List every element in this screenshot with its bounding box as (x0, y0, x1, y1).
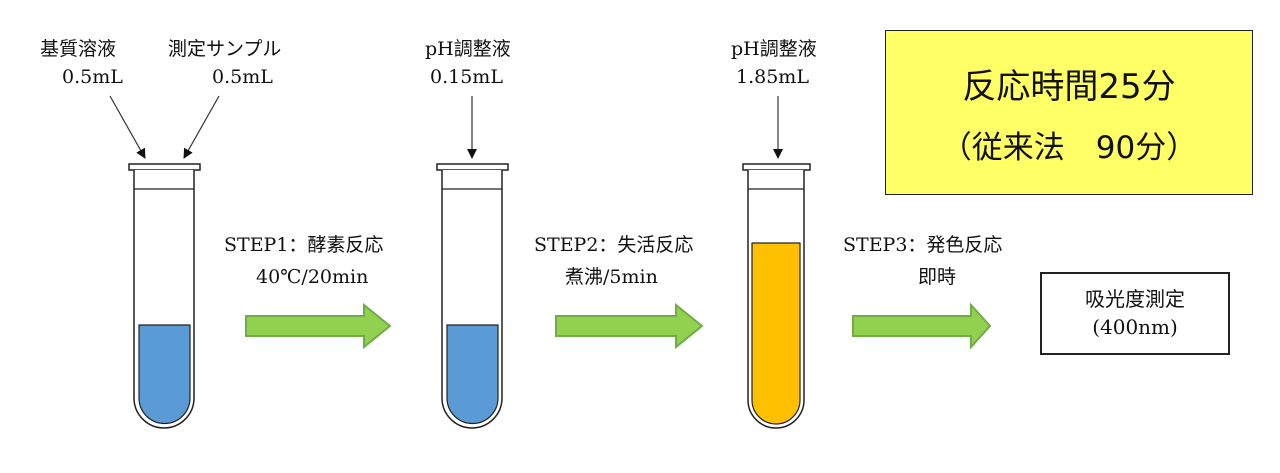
ph-adjust-label-2: pH調整液 (731, 38, 817, 60)
pointer-arrow-substrate (109, 95, 146, 159)
substrate-label: 基質溶液 (40, 38, 117, 60)
reaction-time: 反応時間25分 (962, 67, 1176, 107)
sample-label: 測定サンプル (168, 38, 282, 60)
conventional-time: （従来法 90分） (940, 130, 1198, 166)
pointer-arrow-sample (183, 95, 220, 159)
step2-arrow (555, 302, 704, 350)
step1-arrow (245, 302, 392, 350)
absorbance-label: 吸光度測定 (1085, 287, 1185, 311)
step2-condition: 煮沸/5min (565, 266, 658, 288)
test-tube-3 (742, 163, 811, 429)
step3-condition: 即時 (918, 266, 957, 288)
reaction-time-callout: 反応時間25分 （従来法 90分） (885, 30, 1253, 195)
step3-title: STEP3：発色反応 (843, 234, 1003, 256)
ph-adjust-label-1: pH調整液 (425, 38, 511, 60)
step3-arrow (852, 302, 992, 350)
sample-volume: 0.5mL (212, 66, 273, 88)
step1-condition: 40℃/20min (256, 266, 369, 288)
wavelength-label: (400nm) (1092, 315, 1178, 339)
step1-title: STEP1：酵素反応 (224, 234, 384, 256)
ph-adjust-volume-2: 1.85mL (736, 66, 809, 88)
test-tube-1 (128, 163, 201, 429)
liquid-blue (138, 324, 191, 425)
ph-adjust-volume-1: 0.15mL (430, 66, 503, 88)
step2-title: STEP2：失活反応 (534, 234, 694, 256)
liquid-blue (446, 324, 499, 425)
liquid-orange (751, 242, 801, 425)
substrate-volume: 0.5mL (62, 66, 123, 88)
absorbance-measurement-box: 吸光度測定 (400nm) (1040, 272, 1230, 355)
test-tube-2 (436, 163, 509, 429)
